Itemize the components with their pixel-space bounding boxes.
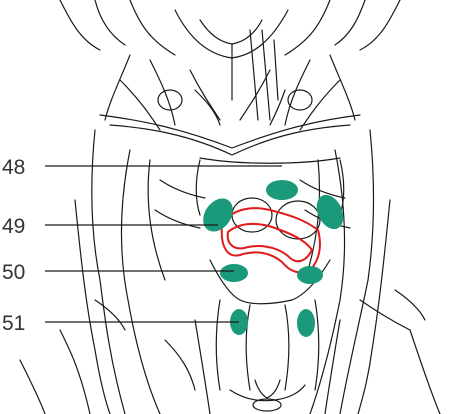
marker-spots	[197, 180, 348, 337]
marker-spot-51-right	[297, 309, 315, 337]
callout-label-51: 51	[2, 312, 25, 335]
callout-leaders	[45, 166, 282, 322]
callout-labels: 48 49 50 51	[2, 156, 25, 335]
marker-spot-50-left	[220, 264, 248, 282]
callout-label-48: 48	[2, 156, 25, 179]
marker-spot-48	[266, 180, 298, 200]
callout-label-49: 49	[2, 215, 25, 238]
marker-spot-50-right	[297, 266, 323, 284]
marker-spot-49-left	[197, 193, 239, 237]
callout-label-50: 50	[2, 261, 25, 284]
highlighted-organ	[222, 208, 320, 272]
